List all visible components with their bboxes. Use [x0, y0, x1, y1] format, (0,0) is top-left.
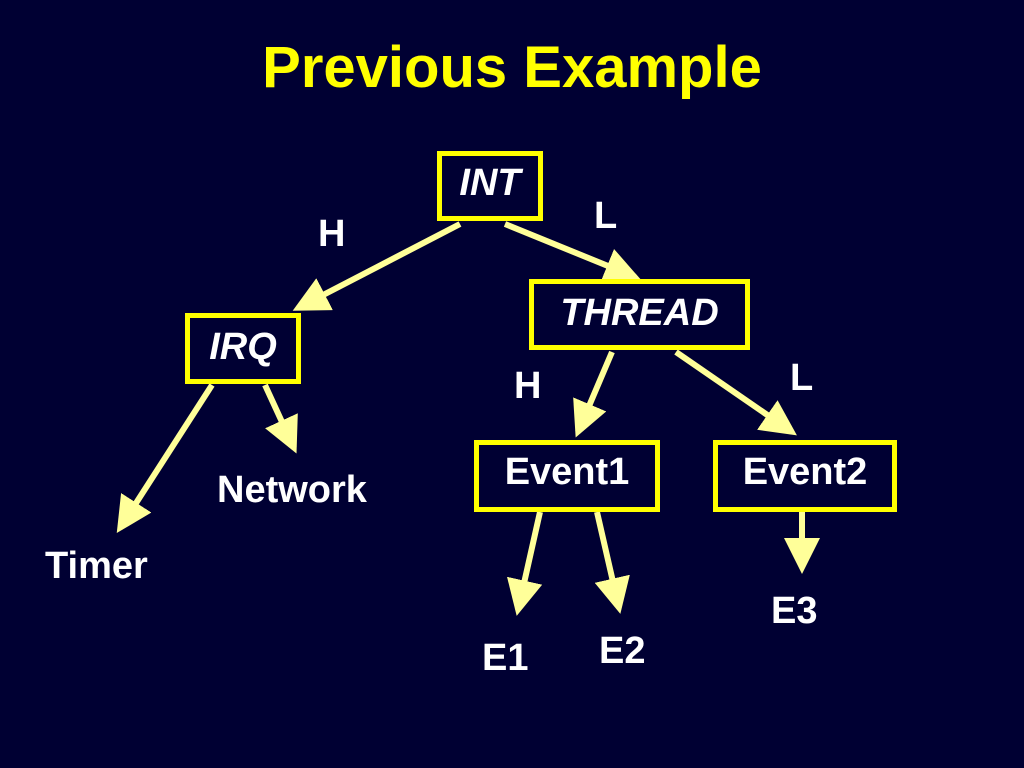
node-int: INT	[437, 151, 543, 221]
leaf-network: Network	[217, 469, 367, 511]
edge-irq-network	[262, 383, 298, 454]
edge-event1-e2	[594, 511, 630, 614]
branch-label-int-h: H	[318, 213, 346, 255]
node-event1: Event1	[474, 440, 660, 512]
node-event1-label: Event1	[504, 451, 630, 493]
leaf-timer: Timer	[45, 545, 148, 587]
slide-title: Previous Example	[262, 35, 762, 100]
node-thread: THREAD	[529, 279, 750, 350]
leaf-e2: E2	[599, 630, 646, 672]
branch-label-int-l: L	[594, 195, 618, 237]
node-int-label: INT	[459, 162, 521, 204]
edge-thread-event2	[674, 349, 797, 436]
branch-label-thread-h: H	[514, 365, 542, 407]
edge-irq-timer	[116, 383, 215, 534]
edge-int-irq	[292, 221, 462, 311]
node-event2-label: Event2	[742, 451, 868, 493]
node-event2: Event2	[713, 440, 897, 512]
branch-label-thread-l: L	[790, 357, 814, 399]
leaf-e1: E1	[482, 637, 529, 679]
node-thread-label: THREAD	[560, 292, 719, 334]
node-irq: IRQ	[185, 313, 301, 384]
edge-int-thread	[503, 221, 641, 283]
leaf-e3: E3	[771, 590, 818, 632]
edge-event1-e1	[507, 511, 543, 616]
edge-thread-event1	[573, 350, 615, 438]
node-irq-label: IRQ	[209, 326, 277, 368]
